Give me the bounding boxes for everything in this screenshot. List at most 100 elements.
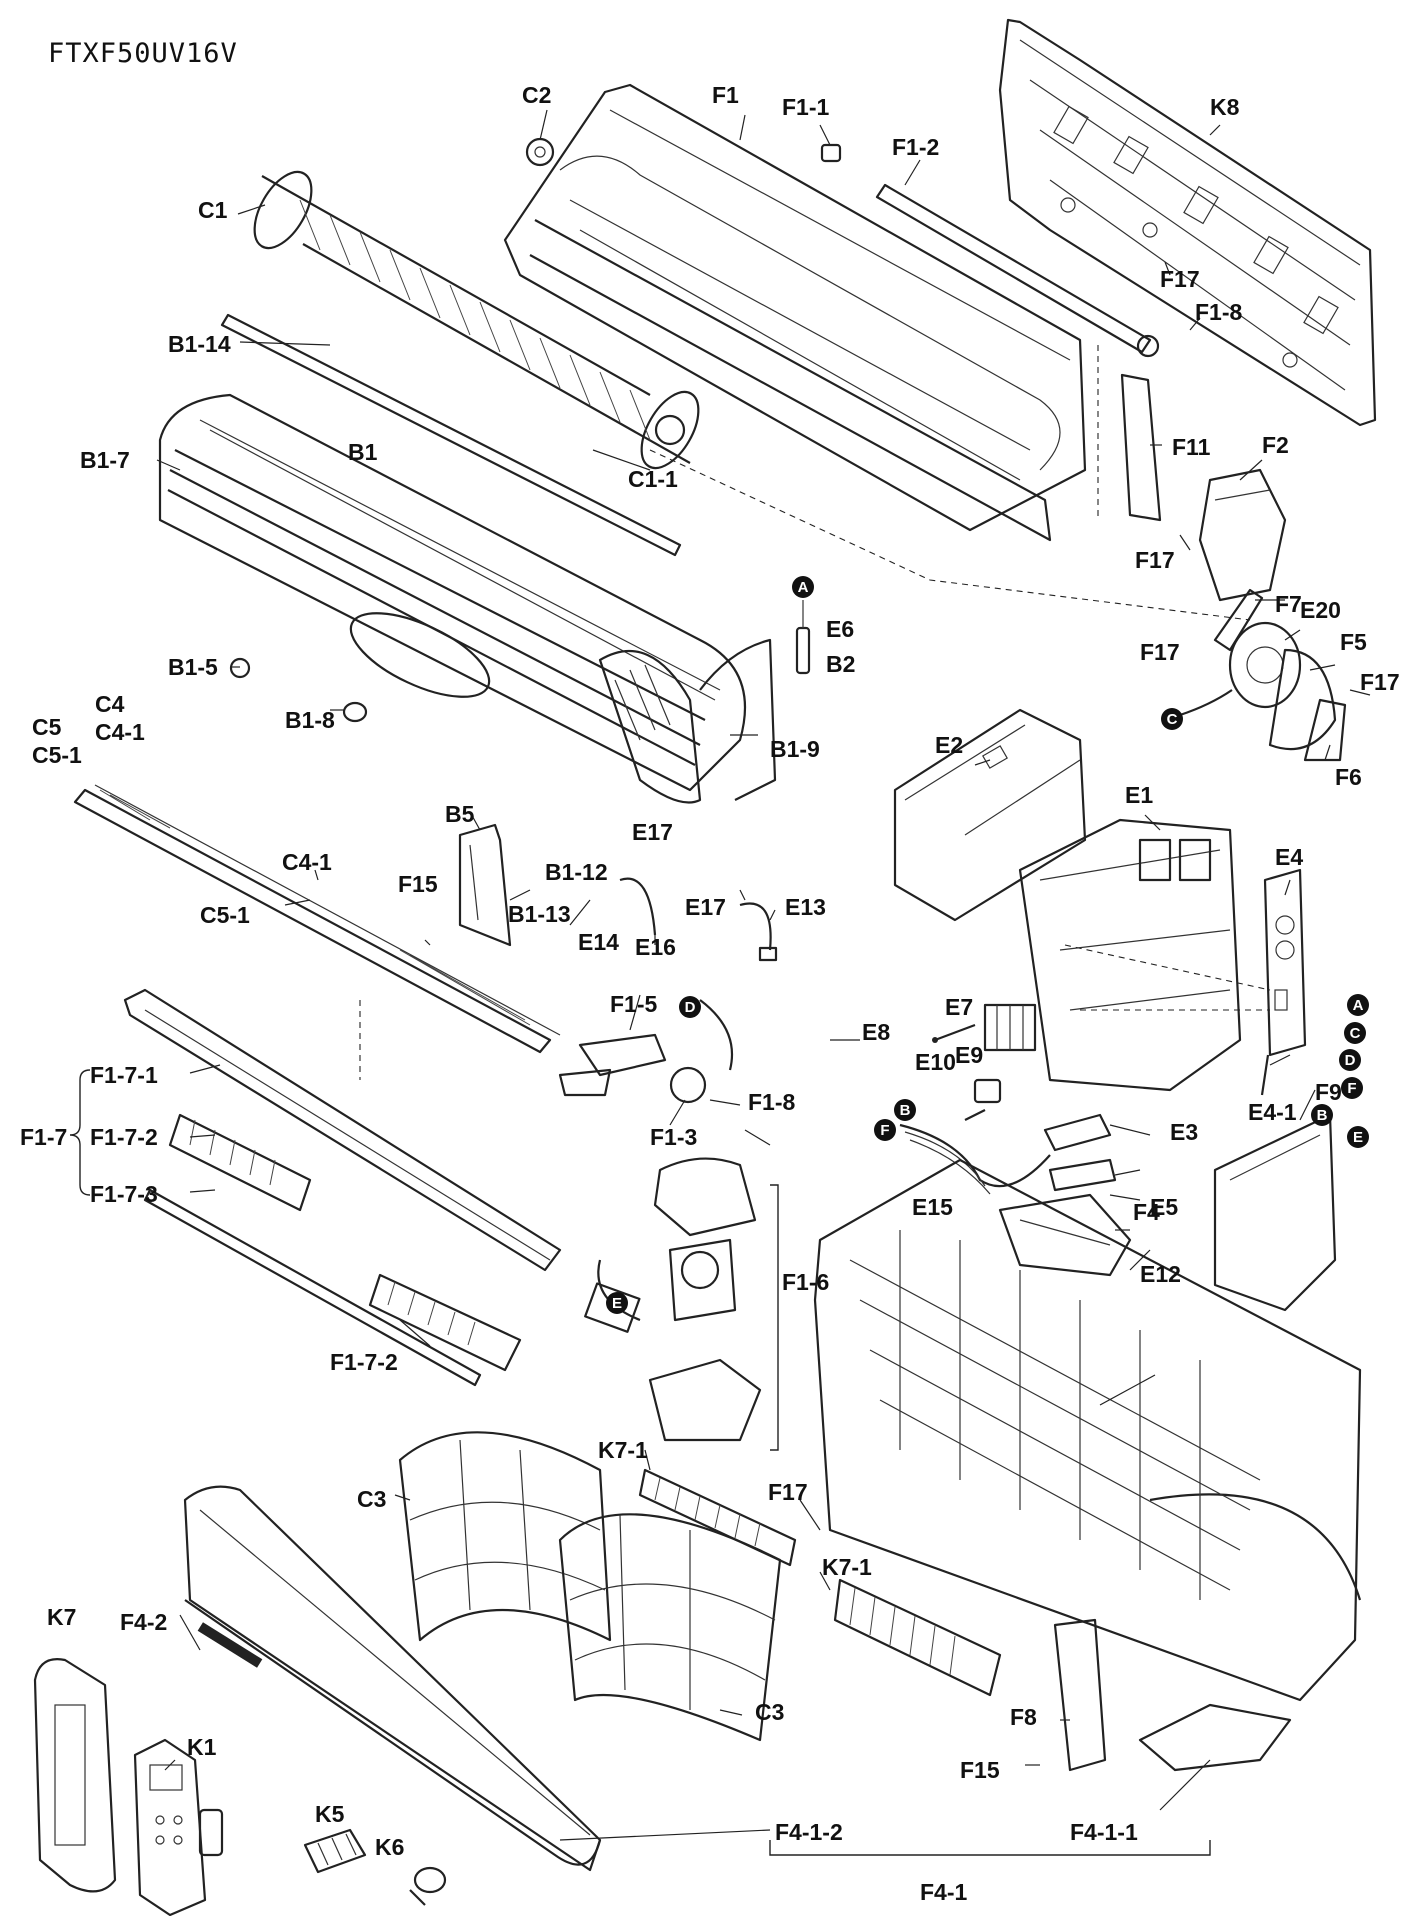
fuse-e4-1 <box>1260 1054 1270 1096</box>
marker-circle <box>1347 1126 1369 1148</box>
callout-e10: E10 <box>915 1049 956 1075</box>
callout-b1-13: B1-13 <box>508 901 571 927</box>
marker-circle <box>792 576 814 598</box>
louver-assembly-f1-7 <box>123 988 562 1387</box>
marker-f: F <box>1341 1077 1363 1099</box>
thermistor-e6-b2 <box>795 600 811 675</box>
component-e3 <box>1043 1113 1112 1152</box>
callout-f1-5: F1-5 <box>610 991 658 1017</box>
callout-f15a: F15 <box>398 871 438 897</box>
callout-e4-1: E4-1 <box>1248 1099 1297 1125</box>
filter-k7-1a <box>638 1468 797 1567</box>
callout-f1-8a: F1-8 <box>1195 299 1243 325</box>
guide-strips-c4-c5 <box>73 784 561 1054</box>
callout-f1-7: F1-7 <box>20 1124 67 1150</box>
marker-letter: D <box>1345 1052 1356 1069</box>
callout-e7: E7 <box>945 994 973 1020</box>
air-filter-c3b <box>558 1513 782 1742</box>
shroud-f2 <box>1198 468 1287 602</box>
callout-b5: B5 <box>445 801 475 827</box>
marker-letter: B <box>900 1102 911 1119</box>
callout-f7: F7 <box>1275 591 1302 617</box>
batteries-k5 <box>303 1828 367 1874</box>
callout-b1: B1 <box>348 439 378 465</box>
clamp-e9 <box>973 1078 1002 1104</box>
marker-letter: D <box>685 999 696 1016</box>
callout-b1-5: B1-5 <box>168 654 218 680</box>
callout-c5-1a: C5-1 <box>32 742 82 768</box>
marker-letter: C <box>1350 1025 1361 1042</box>
pcb-e4 <box>1263 868 1307 1057</box>
bearing-c2 <box>525 137 555 167</box>
remote-holder-k7 <box>33 1658 117 1893</box>
marker-circle <box>606 1292 628 1314</box>
terminal-block-e7 <box>983 1003 1037 1052</box>
marker-letter: A <box>798 579 809 596</box>
marker-circle <box>1161 708 1183 730</box>
marker-letter: A <box>1353 997 1364 1014</box>
callout-k8: K8 <box>1210 94 1240 120</box>
callout-k7-1a: K7-1 <box>598 1437 648 1463</box>
callout-e14: E14 <box>578 929 619 955</box>
control-box-frame-e1 <box>1018 818 1242 1092</box>
callout-f2: F2 <box>1262 432 1289 458</box>
marker-f: F <box>874 1119 896 1141</box>
motor-f1-3 <box>669 999 734 1104</box>
callout-c5: C5 <box>32 714 62 740</box>
marker-e: E <box>1347 1126 1369 1148</box>
control-box-e2 <box>893 708 1087 922</box>
marker-d: D <box>679 996 701 1018</box>
marker-a: A <box>1347 994 1369 1016</box>
marker-c: C <box>1344 1022 1366 1044</box>
marker-circle <box>894 1099 916 1121</box>
braces <box>69 1069 1211 1856</box>
callout-b1-7: B1-7 <box>80 447 130 473</box>
callout-f17d: F17 <box>1360 669 1400 695</box>
filter-k7-1b <box>833 1578 1002 1697</box>
callout-f1-7-2a: F1-7-2 <box>90 1124 158 1150</box>
callout-f4-1-1: F4-1-1 <box>1070 1819 1138 1845</box>
wire-e16 <box>619 877 657 936</box>
fan-motor-e20 <box>1179 621 1302 717</box>
callout-c5-1b: C5-1 <box>200 902 250 928</box>
callout-f1-1: F1-1 <box>782 94 830 120</box>
model-title: FTXF50UV16V <box>48 38 238 69</box>
cover-f8 <box>1053 1618 1107 1772</box>
callout-c3a: C3 <box>357 1486 386 1512</box>
callout-c1-1: C1-1 <box>628 466 678 492</box>
marker-letter: B <box>1317 1107 1328 1124</box>
callout-k1: K1 <box>187 1734 217 1760</box>
callout-f8: F8 <box>1010 1704 1037 1730</box>
callout-f15b: F15 <box>960 1757 1000 1783</box>
marker-circle <box>1339 1049 1361 1071</box>
callout-e8: E8 <box>862 1019 890 1045</box>
callout-f1-7-1: F1-7-1 <box>90 1062 158 1088</box>
callout-f17c: F17 <box>1140 639 1180 665</box>
drain-assembly-f1-6 <box>584 1157 762 1442</box>
cross-flow-fan-c1 <box>253 170 700 470</box>
callout-f4-2: F4-2 <box>120 1609 167 1635</box>
marker-letter: F <box>1347 1080 1356 1097</box>
marker-circle <box>679 996 701 1018</box>
callout-e2: E2 <box>935 732 963 758</box>
drain-shaft-f1-2 <box>875 183 1160 358</box>
cover-f9 <box>1213 1113 1337 1312</box>
marker-b: B <box>894 1099 916 1121</box>
callout-f9: F9 <box>1315 1079 1342 1105</box>
front-panel-f4-1-2 <box>183 1485 602 1872</box>
marker-letter: E <box>612 1295 622 1312</box>
callout-c4-1b: C4-1 <box>282 849 332 875</box>
component-e5 <box>1048 1158 1117 1192</box>
callout-b1-14: B1-14 <box>168 331 231 357</box>
wire-e13 <box>739 902 778 962</box>
marker-circle <box>874 1119 896 1141</box>
callout-f1-2: F1-2 <box>892 134 939 160</box>
callout-e9: E9 <box>955 1042 983 1068</box>
callout-e3: E3 <box>1170 1119 1198 1145</box>
callout-e5: E5 <box>1150 1194 1178 1220</box>
screw-e8 <box>932 1023 976 1043</box>
callout-e20: E20 <box>1300 597 1341 623</box>
